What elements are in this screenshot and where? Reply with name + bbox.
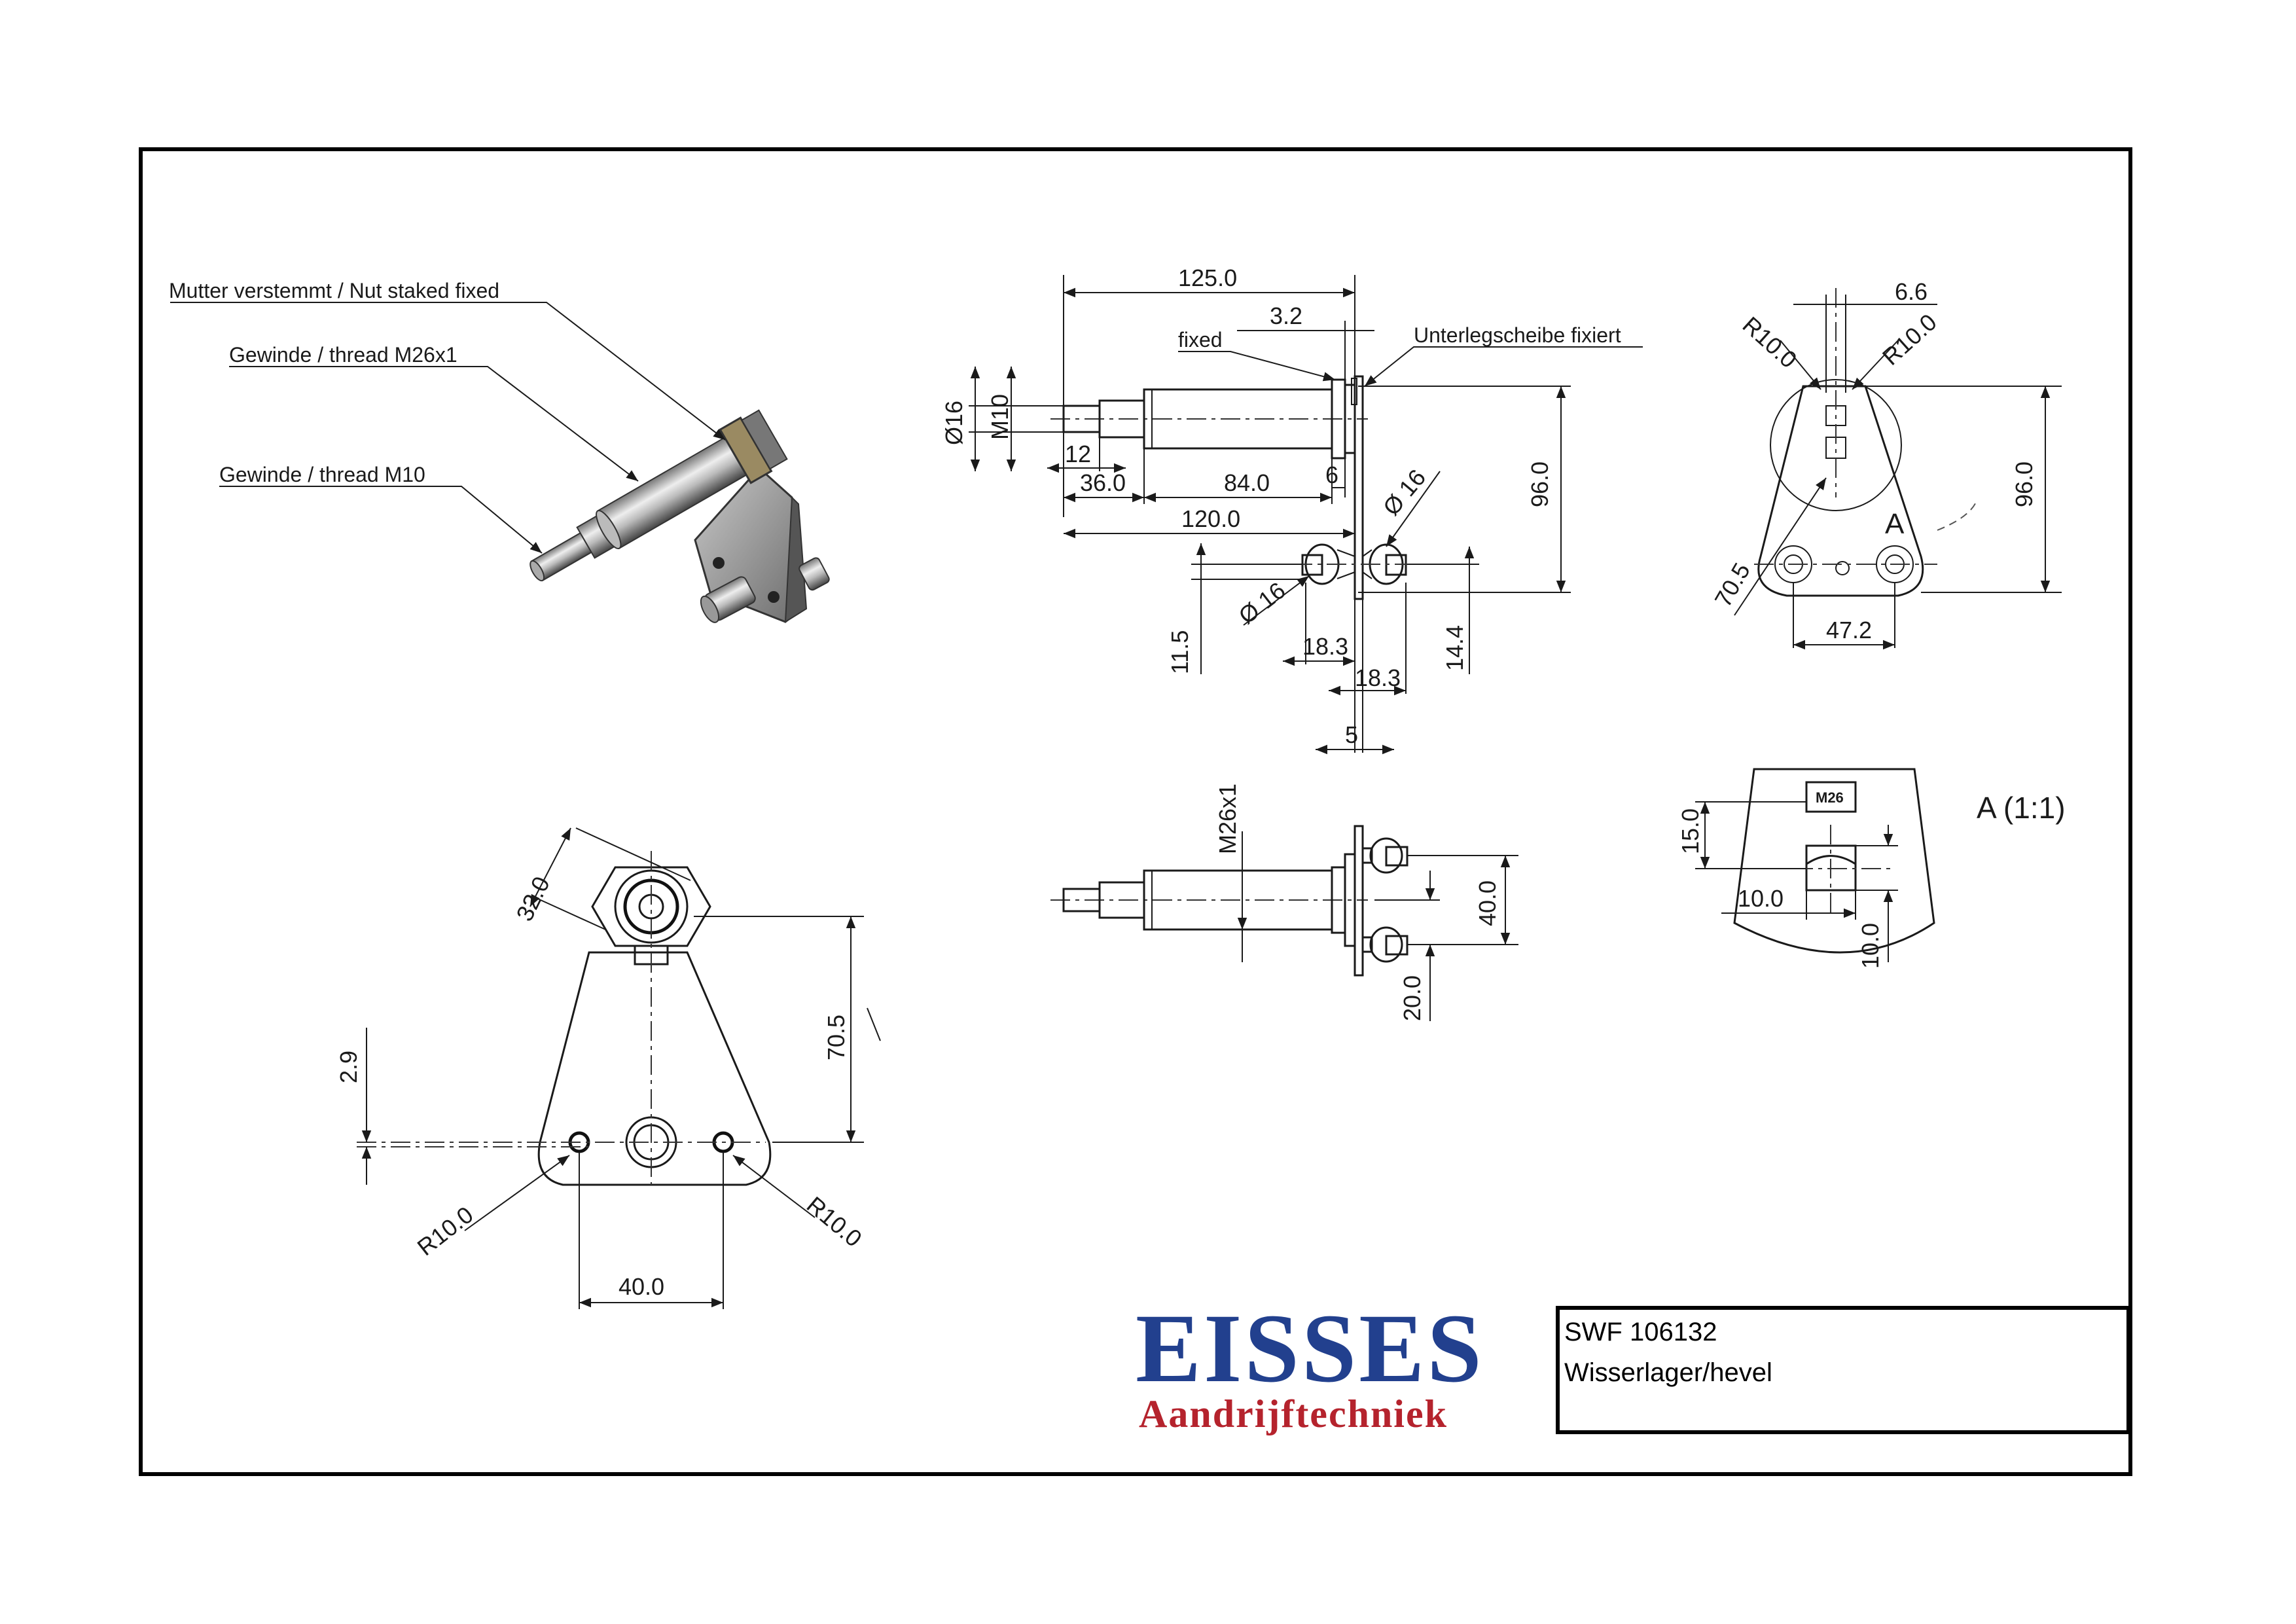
dim-6: 6 — [1325, 461, 1338, 488]
part-description: Wisserlager/hevel — [1564, 1358, 1772, 1387]
dim-47-2: 47.2 — [1826, 617, 1872, 643]
dim-2-9: 2.9 — [335, 1051, 362, 1083]
dim-r10-front-b: R10.0 — [802, 1191, 867, 1252]
dim-40-top: 40.0 — [1474, 880, 1501, 926]
dim-m10: M10 — [986, 394, 1013, 440]
isometric-view: Mutter verstemmt / Nut staked fixed Gewi… — [169, 279, 830, 623]
top-view: M26x1 40.0 20.0 — [1050, 784, 1518, 1021]
dim-20: 20.0 — [1399, 975, 1426, 1021]
detail-a-view: M26 15.0 10.0 10.0 A (1:1) — [1677, 768, 2066, 969]
part-number: SWF 106132 — [1564, 1318, 1717, 1346]
dim-70-5-front: 70.5 — [823, 1015, 850, 1060]
dim-r10-front-a: R10.0 — [412, 1201, 478, 1261]
dim-dia16-ball-b: Ø 16 — [1234, 577, 1291, 629]
callout-washer: Unterlegscheibe fixiert — [1414, 323, 1621, 347]
dim-36: 36.0 — [1080, 469, 1126, 496]
dim-96-end: 96.0 — [2011, 461, 2037, 507]
callout-thread-m26: Gewinde / thread M26x1 — [229, 343, 457, 367]
front-view: 32.0 70.5 2.9 R10.0 R10.0 40.0 — [335, 827, 881, 1309]
company-logo: EISSES Aandrijftechniek — [1136, 1294, 1484, 1435]
dim-6-6: 6.6 — [1895, 278, 1928, 305]
dim-11-5: 11.5 — [1166, 630, 1193, 674]
callout-nut-staked: Mutter verstemmt / Nut staked fixed — [169, 279, 499, 302]
drawing-border — [139, 147, 2132, 1476]
side-view: 125.0 3.2 fixed Unterlegscheibe fixiert … — [941, 264, 1643, 755]
dim-10-v: 10.0 — [1857, 923, 1884, 969]
detail-title: A (1:1) — [1977, 791, 2066, 825]
detail-label-m26: M26 — [1816, 789, 1844, 806]
dim-70-5-end: 70.5 — [1709, 558, 1755, 611]
title-block: SWF 106132 Wisserlager/hevel — [1556, 1306, 2130, 1434]
dim-dia16-shaft: Ø16 — [941, 401, 967, 445]
logo-subtitle: Aandrijftechniek — [1139, 1392, 1448, 1435]
dim-dia16-ball-a: Ø 16 — [1378, 464, 1431, 520]
callout-fixed: fixed — [1178, 328, 1223, 352]
logo-wordmark: EISSES — [1136, 1294, 1484, 1403]
end-view: 6.6 R10.0 R10.0 96.0 70.5 47.2 A — [1709, 278, 2062, 650]
detail-marker-a: A — [1885, 508, 1905, 540]
dim-m26x1: M26x1 — [1214, 784, 1241, 854]
callout-thread-m10: Gewinde / thread M10 — [219, 463, 425, 486]
dim-125: 125.0 — [1178, 264, 1237, 291]
dim-12: 12 — [1065, 441, 1091, 467]
dim-18-3-b: 18.3 — [1355, 664, 1401, 691]
dim-r10-end-b: R10.0 — [1877, 308, 1942, 370]
dim-r10-end-a: R10.0 — [1738, 311, 1803, 373]
dim-14-4: 14.4 — [1441, 625, 1468, 671]
dim-96-side: 96.0 — [1526, 461, 1553, 507]
dim-10-h: 10.0 — [1738, 885, 1784, 912]
dim-15: 15.0 — [1677, 808, 1704, 854]
dim-120: 120.0 — [1181, 505, 1240, 532]
dim-40-front: 40.0 — [619, 1273, 664, 1300]
dim-32: 32.0 — [511, 873, 555, 926]
dim-18-3-a: 18.3 — [1302, 633, 1348, 660]
dim-3-2: 3.2 — [1270, 302, 1302, 329]
dim-5: 5 — [1345, 721, 1358, 748]
dim-84: 84.0 — [1224, 469, 1270, 496]
